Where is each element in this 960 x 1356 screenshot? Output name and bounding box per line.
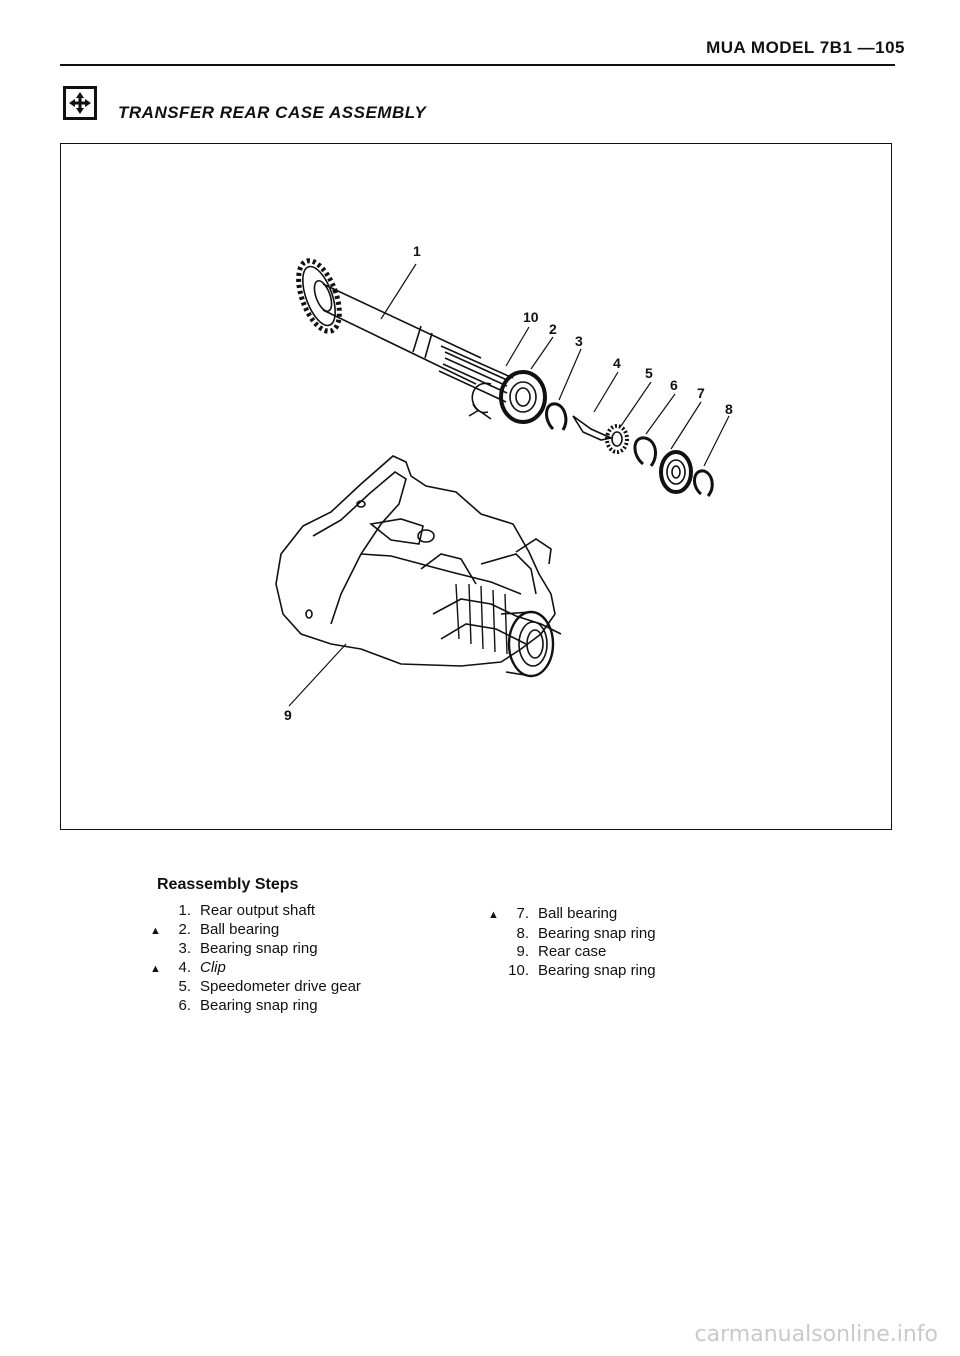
step-label: Bearing snap ring [200, 940, 318, 957]
step-item: ▲ 7. Ball bearing [488, 905, 656, 925]
section-title: TRANSFER REAR CASE ASSEMBLY [118, 103, 427, 122]
step-item: 10. Bearing snap ring [488, 961, 656, 981]
step-label: Speedometer drive gear [200, 978, 361, 995]
callout-7: 7 [697, 385, 705, 401]
step-item: 3. Bearing snap ring [150, 940, 361, 959]
step-item: ▲ 2. Ball bearing [150, 921, 361, 941]
callout-2: 2 [549, 321, 557, 337]
steps-right-column: ▲ 7. Ball bearing 8. Bearing snap ring 9… [488, 905, 656, 980]
step-number: 2. [178, 920, 191, 938]
callout-4: 4 [613, 355, 621, 371]
callout-3: 3 [575, 333, 583, 349]
callout-6: 6 [670, 377, 678, 393]
speedo-gear-5-drawing [605, 424, 629, 454]
bearing-2-drawing [499, 370, 547, 424]
snap-ring-6-drawing [633, 436, 658, 467]
clip-4-drawing [572, 415, 614, 441]
shaft-drawing [322, 283, 514, 403]
watermark: carmanualsonline.info [694, 1322, 938, 1347]
callout-1: 1 [413, 243, 421, 259]
page-header: MUA MODEL 7B1 —105 [706, 38, 905, 57]
step-marker: ▲ [488, 909, 499, 921]
step-item: 6. Bearing snap ring [150, 997, 361, 1016]
gear-drawing [296, 258, 342, 334]
step-label: Bearing snap ring [538, 924, 656, 942]
step-marker: ▲ [150, 962, 161, 975]
step-item: 1. Rear output shaft [150, 902, 361, 921]
exploded-view-drawing: 1 10 2 3 4 5 6 7 8 9 [275, 243, 733, 723]
header-rule [60, 64, 895, 66]
reassembly-icon [63, 86, 97, 120]
step-label: Rear case [538, 943, 607, 960]
step-label: Rear output shaft [200, 902, 316, 919]
snap-ring-10-drawing [468, 382, 492, 420]
rear-case-drawing [275, 455, 562, 678]
step-number: 8. [516, 924, 529, 942]
step-label: Bearing snap ring [200, 996, 318, 1014]
step-label: Ball bearing [200, 920, 280, 938]
step-item: 8. Bearing snap ring [488, 924, 656, 944]
bearing-7-drawing [659, 450, 693, 494]
snap-ring-8-drawing [693, 469, 714, 497]
steps-heading: Reassembly Steps [157, 876, 299, 893]
step-label: Clip [200, 958, 226, 976]
leader-lines [288, 263, 730, 707]
step-number: 6. [178, 996, 191, 1014]
step-number: 1. [178, 902, 191, 919]
callout-8: 8 [725, 401, 733, 417]
steps-left-column: 1. Rear output shaft ▲ 2. Ball bearing 3… [150, 902, 361, 1015]
snap-ring-3-drawing [545, 402, 568, 431]
step-number: 9. [516, 943, 529, 960]
step-item: 5. Speedometer drive gear [150, 978, 361, 997]
step-item: ▲ 4. Clip [150, 959, 361, 979]
step-item: 9. Rear case [488, 943, 656, 962]
callout-numbers: 1 10 2 3 4 5 6 7 8 9 [284, 243, 733, 723]
step-label: Ball bearing [538, 905, 618, 922]
step-number: 7. [516, 905, 529, 922]
step-marker: ▲ [150, 924, 161, 937]
step-number: 10. [508, 961, 529, 979]
step-label: Bearing snap ring [538, 961, 656, 979]
callout-9: 9 [284, 707, 292, 723]
step-number: 4. [178, 958, 191, 976]
step-number: 3. [178, 940, 191, 957]
callout-5: 5 [645, 365, 653, 381]
step-number: 5. [178, 978, 191, 995]
exploded-view-figure: 1 10 2 3 4 5 6 7 8 9 [60, 143, 892, 830]
callout-10: 10 [523, 309, 539, 325]
